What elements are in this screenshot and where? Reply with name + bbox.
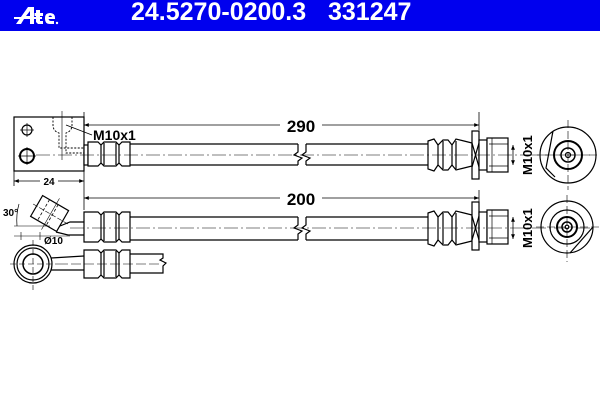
part-number: 24.5270-0200.3 (131, 0, 307, 26)
technical-drawing: 290 M10x1 24 M10x1 (3, 111, 600, 290)
header-bar: 24.5270-0200.3 331247 (0, 0, 600, 31)
end-view-lower (536, 195, 600, 262)
end-view-upper (534, 120, 600, 190)
angle-label: 30° (3, 208, 18, 219)
bracket-hole-icon (18, 147, 36, 165)
lower-right-thread-label: M10x1 (520, 208, 535, 248)
bracket-width-label: 24 (43, 177, 55, 188)
upper-hose-assembly (13, 111, 600, 190)
upper-length-label: 290 (287, 117, 315, 136)
banjo-fitting (10, 240, 85, 290)
lower-hose-assembly (10, 190, 600, 290)
upper-right-thread-label: M10x1 (520, 135, 535, 175)
reference-number: 331247 (328, 0, 412, 26)
bracket-hole-icon (20, 123, 34, 137)
ate-logo (14, 7, 59, 25)
banjo-diameter-label: Ø10 (44, 236, 63, 247)
lower-length-label: 200 (287, 190, 315, 209)
upper-left-thread-label: M10x1 (93, 127, 136, 143)
